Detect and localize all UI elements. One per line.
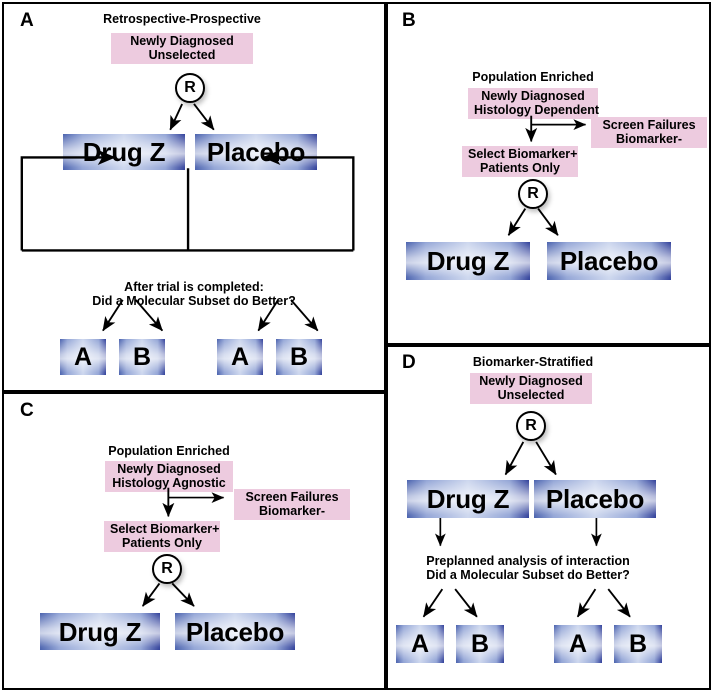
panel-c-population-box: Newly Diagnosed Histology Agnostic bbox=[105, 461, 233, 492]
panel-c-screen-failures-box: Screen Failures Biomarker- bbox=[234, 489, 350, 520]
panel-b-randomization-label: R bbox=[527, 185, 539, 202]
panel-d-subset-left-b: B bbox=[456, 625, 504, 663]
panel-a: A Retrospective-Prospective Newly Diagno… bbox=[2, 2, 386, 392]
panel-c-population-line2: Histology Agnostic bbox=[112, 476, 226, 490]
panel-a-subset-left-b: B bbox=[119, 339, 165, 375]
panel-b-screen-failures-line2: Biomarker- bbox=[616, 132, 682, 146]
panel-b-screen-failures-line1: Screen Failures bbox=[602, 118, 696, 132]
panel-d-analysis-line1: Preplanned analysis of interaction bbox=[426, 554, 630, 568]
panel-b-arm-placebo: Placebo bbox=[547, 242, 671, 280]
panel-d-arrow-right-b bbox=[607, 588, 631, 618]
panel-a-subset-right-a: A bbox=[217, 339, 263, 375]
panel-d-arm-placebo-label: Placebo bbox=[545, 484, 645, 514]
panel-a-arm-drug-z-label: Drug Z bbox=[82, 137, 166, 167]
panel-d-arrow-left-a bbox=[422, 588, 444, 618]
panel-d-randomization-label: R bbox=[525, 417, 537, 434]
panel-b-letter: B bbox=[402, 10, 416, 31]
panel-b-arrow-to-placebo bbox=[537, 208, 559, 236]
panel-d-analysis-line2: Did a Molecular Subset do Better? bbox=[426, 568, 630, 582]
panel-d-letter: D bbox=[402, 352, 416, 373]
panel-c-arm-placebo-label: Placebo bbox=[185, 616, 285, 647]
panel-c-select-line1: Select Biomarker+ bbox=[110, 522, 220, 536]
panel-a-randomization-node: R bbox=[175, 73, 205, 103]
panel-b-arrow-to-drug-z bbox=[507, 208, 527, 236]
panel-c-arm-placebo: Placebo bbox=[175, 613, 295, 650]
panel-d-arrow-to-placebo bbox=[535, 441, 557, 476]
panel-a-arrow-to-placebo bbox=[193, 103, 215, 131]
panel-d-arm-drug-z-label: Drug Z bbox=[426, 484, 510, 514]
panel-b-select-biomarker-box: Select Biomarker+ Patients Only bbox=[462, 146, 578, 177]
panel-c-arm-drug-z-label: Drug Z bbox=[58, 616, 142, 647]
panel-d: D Biomarker-Stratified Newly Diagnosed U… bbox=[386, 345, 711, 690]
panel-a-population-line2: Unselected bbox=[148, 48, 216, 62]
panel-a-title: Retrospective-Prospective bbox=[103, 12, 261, 26]
panel-d-population-box: Newly Diagnosed Unselected bbox=[470, 373, 592, 404]
panel-a-analysis-line1: After trial is completed: bbox=[124, 280, 264, 294]
panel-a-arrow-to-drug-z bbox=[169, 103, 183, 131]
panel-b-arm-placebo-label: Placebo bbox=[559, 246, 659, 276]
panel-a-population-box: Newly Diagnosed Unselected bbox=[111, 33, 253, 64]
panel-c: C Population Enriched Newly Diagnosed Hi… bbox=[2, 392, 386, 690]
panel-d-arrow-right-a bbox=[576, 588, 597, 618]
panel-c-screen-failures-line1: Screen Failures bbox=[245, 490, 339, 504]
panel-d-population-line2: Unselected bbox=[497, 388, 565, 402]
panel-d-subset-left-b-label: B bbox=[470, 629, 490, 658]
panel-a-loop-right-return bbox=[262, 149, 355, 251]
panel-a-analysis-line2: Did a Molecular Subset do Better? bbox=[92, 294, 296, 308]
panel-c-select-line2: Patients Only bbox=[122, 536, 202, 550]
panel-a-analysis-caption: After trial is completed: Did a Molecula… bbox=[92, 280, 296, 308]
panel-b-population-line2: Histology Dependent bbox=[474, 103, 600, 117]
panel-c-randomization-label: R bbox=[161, 560, 173, 577]
panel-c-arm-drug-z: Drug Z bbox=[40, 613, 160, 650]
panel-a-population-line1: Newly Diagnosed bbox=[130, 34, 234, 48]
panel-a-randomization-label: R bbox=[184, 79, 196, 96]
panel-a-loop-left-return bbox=[20, 149, 116, 251]
panel-d-subset-right-a: A bbox=[554, 625, 602, 663]
panel-a-letter: A bbox=[20, 10, 34, 31]
panel-d-analysis-caption: Preplanned analysis of interaction Did a… bbox=[426, 554, 630, 582]
panel-a-subset-right-a-label: A bbox=[230, 342, 250, 371]
panel-d-arrow-to-drug-z bbox=[504, 441, 525, 476]
panel-b-population-line1: Newly Diagnosed bbox=[481, 89, 585, 103]
panel-b-arm-drug-z-label: Drug Z bbox=[426, 246, 510, 276]
panel-d-arm-drug-z: Drug Z bbox=[407, 480, 529, 518]
panel-b-select-line2: Patients Only bbox=[480, 161, 560, 175]
panel-d-arm-placebo: Placebo bbox=[534, 480, 656, 518]
panel-b: B Population Enriched Newly Diagnosed Hi… bbox=[386, 2, 711, 345]
panel-c-arrow-to-drug-z bbox=[141, 582, 161, 607]
panel-b-select-line1: Select Biomarker+ bbox=[468, 147, 578, 161]
panel-c-enrichment-label: Population Enriched bbox=[108, 444, 230, 458]
panel-a-arm-placebo: Placebo bbox=[195, 134, 317, 170]
panel-c-population-line1: Newly Diagnosed bbox=[117, 462, 221, 476]
panel-c-arrow-to-placebo bbox=[171, 582, 195, 607]
panel-b-arm-drug-z: Drug Z bbox=[406, 242, 530, 280]
panel-b-enrichment-label: Population Enriched bbox=[472, 70, 594, 84]
panel-d-subset-left-a-label: A bbox=[410, 629, 430, 658]
panel-c-randomization-node: R bbox=[152, 554, 182, 584]
panel-a-subset-left-a-label: A bbox=[73, 342, 93, 371]
panel-d-population-line1: Newly Diagnosed bbox=[479, 374, 583, 388]
panel-a-subset-left-b-label: B bbox=[132, 342, 152, 371]
panel-c-select-biomarker-box: Select Biomarker+ Patients Only bbox=[104, 521, 220, 552]
panel-d-title: Biomarker-Stratified bbox=[472, 355, 594, 369]
panel-a-subset-right-b: B bbox=[276, 339, 322, 375]
panel-d-subset-right-a-label: A bbox=[568, 629, 588, 658]
panel-b-screen-failures-box: Screen Failures Biomarker- bbox=[591, 117, 707, 148]
panel-d-arrow-left-b bbox=[454, 588, 478, 618]
panel-b-randomization-node: R bbox=[518, 179, 548, 209]
panel-d-subset-left-a: A bbox=[396, 625, 444, 663]
panel-d-subset-right-b-label: B bbox=[628, 629, 648, 658]
panel-a-subset-left-a: A bbox=[60, 339, 106, 375]
panel-a-arm-placebo-label: Placebo bbox=[206, 137, 306, 167]
panel-d-randomization-node: R bbox=[516, 411, 546, 441]
panel-a-subset-right-b-label: B bbox=[289, 342, 309, 371]
panel-c-screen-failures-line2: Biomarker- bbox=[259, 504, 325, 518]
panel-d-subset-right-b: B bbox=[614, 625, 662, 663]
panel-c-letter: C bbox=[20, 400, 34, 421]
panel-a-arm-drug-z: Drug Z bbox=[63, 134, 185, 170]
panel-b-population-box: Newly Diagnosed Histology Dependent bbox=[468, 88, 600, 119]
